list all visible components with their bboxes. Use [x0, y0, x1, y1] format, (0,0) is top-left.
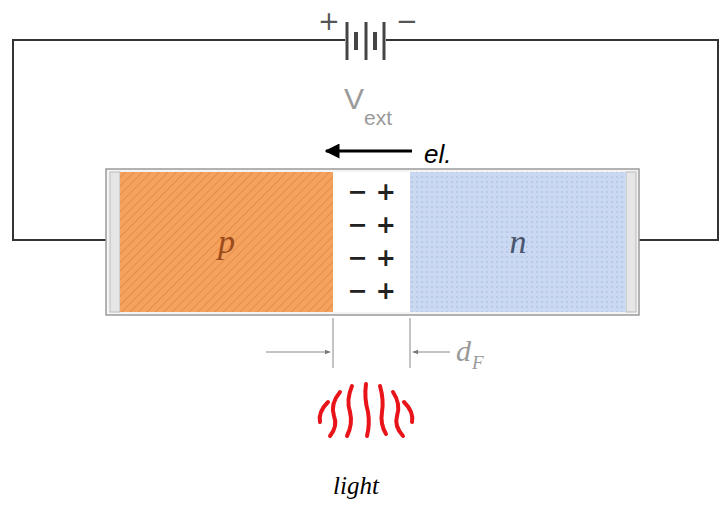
region-label: n [510, 224, 527, 260]
voltage-subscript: ext [364, 106, 392, 130]
space-charge: − + [347, 246, 396, 271]
electron-flow-arrow [326, 150, 412, 153]
width-subscript: F [472, 352, 484, 374]
battery-polarity: − [396, 6, 418, 36]
depletion-region: − + − + − + − + [333, 172, 410, 312]
contact-right [626, 172, 636, 312]
contact-left [110, 172, 120, 312]
battery-polarity: + [318, 6, 340, 36]
space-charge: − + [347, 180, 396, 205]
dimension-marker [266, 318, 450, 368]
region-label: p [218, 224, 235, 260]
light-rays [320, 384, 413, 436]
voltage-symbol: V [344, 82, 364, 116]
electron-label: el. [424, 139, 451, 170]
light-label: light [333, 472, 379, 500]
device-housing [106, 169, 639, 315]
p-region: p [120, 172, 333, 312]
n-region-fill [410, 172, 626, 312]
battery-symbol [347, 22, 384, 60]
space-charge: − + [347, 213, 396, 238]
depletion-fill [333, 172, 410, 312]
n-region: n [410, 172, 626, 312]
space-charge: − + [347, 279, 396, 304]
p-region-fill [120, 172, 333, 312]
width-symbol: d [456, 334, 471, 368]
